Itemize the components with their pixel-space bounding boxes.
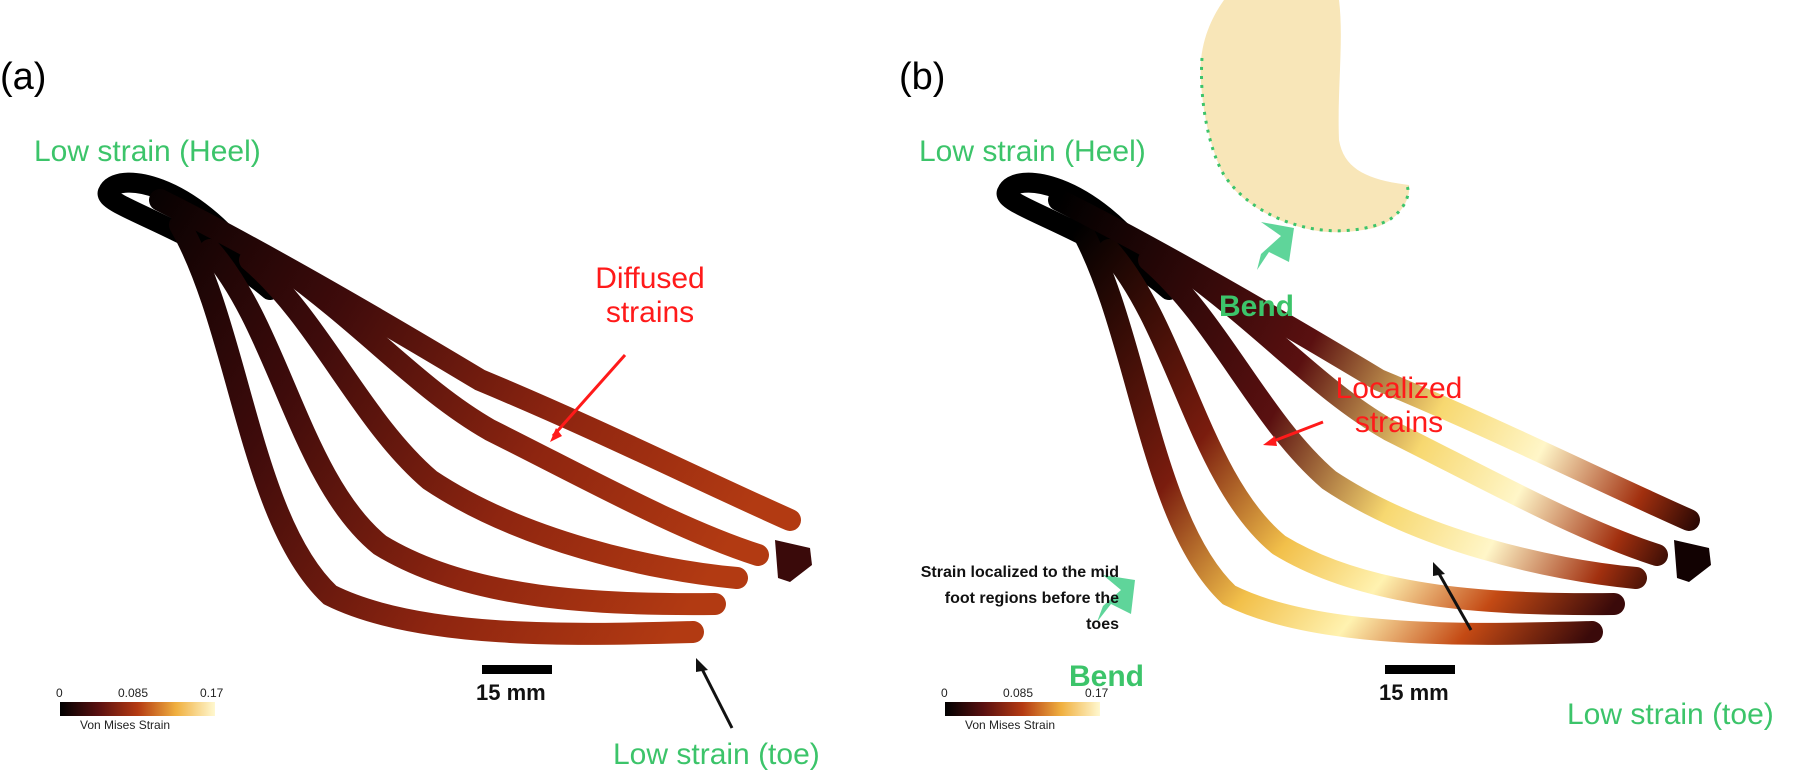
colorbar-tick-2-a: 0.17 (200, 686, 224, 700)
toe-label-b: Low strain (toe) (1567, 698, 1774, 731)
scale-label-b: 15 mm (1379, 680, 1449, 705)
band-3-a (239, 249, 748, 589)
annotation-line-2: strains (1354, 406, 1444, 439)
note-line-1: Strain localized to the mid (920, 564, 1119, 581)
toe-arrow-a (698, 664, 734, 729)
band-4-b (1168, 254, 1668, 566)
annotation-line-1: Diffused (595, 262, 705, 295)
colorbar-title-b: Von Mises Strain (965, 718, 1056, 732)
bend-label-bottom: Bend (1069, 660, 1144, 693)
colorbar-title-a: Von Mises Strain (80, 718, 171, 732)
toe-arrowhead-a (696, 658, 708, 672)
diffused-arrowhead-a (550, 428, 562, 442)
note-line-2: foot regions before the (944, 590, 1119, 607)
annotation-line-1: Localized (1335, 372, 1463, 405)
strain-note: Strain localized to the mid foot regions… (899, 560, 1119, 638)
localized-arrowhead-b (1263, 436, 1277, 446)
diffused-arrow-a (551, 354, 627, 437)
panel-b: (b) Low strain (Heel) Localized strains … (899, 0, 1798, 773)
outer-band-b (1068, 214, 1603, 645)
note-line-3: toes (1086, 616, 1119, 633)
bend-arrow-bottom (1097, 575, 1135, 622)
bend-arrow-top (1257, 222, 1294, 270)
band-5-a (149, 189, 801, 531)
colorbar-tick-2-b: 0.17 (1085, 686, 1109, 700)
outer-band-a (169, 214, 704, 645)
strain-diagram-b (945, 0, 1711, 716)
panel-label-b: (b) (899, 56, 946, 98)
band-4-a (269, 254, 769, 566)
foot-silhouette (1200, 0, 1410, 233)
diffused-strains-label: Diffused strains (590, 262, 710, 330)
heel-label-b: Low strain (Heel) (919, 135, 1146, 168)
colorbar-b (945, 702, 1100, 716)
scale-bar-b (1385, 665, 1455, 674)
toe-arrow-b (1435, 569, 1473, 631)
band-2-a (199, 239, 726, 616)
colorbar-tick-0-a: 0 (56, 686, 63, 700)
panel-label-a: (a) (0, 56, 47, 98)
band-2-b (1098, 239, 1625, 616)
toe-cap-a (775, 540, 812, 582)
panel-a: (a) Low strain (Heel) Diffused strains L… (0, 0, 899, 773)
scale-label-a: 15 mm (476, 680, 546, 705)
toe-label-a: Low strain (toe) (613, 738, 820, 771)
band-5-b (1048, 189, 1700, 531)
heel-label-a: Low strain (Heel) (34, 135, 261, 168)
bend-label-top: Bend (1219, 290, 1294, 323)
band-3-b (1138, 249, 1647, 589)
colorbar-tick-1-a: 0.085 (118, 686, 149, 700)
localized-arrow-b (1270, 420, 1324, 444)
toe-arrowhead-b (1433, 562, 1445, 576)
strain-diagram-a (60, 172, 812, 729)
toe-cap-b (1674, 540, 1711, 582)
colorbar-tick-0-b: 0 (941, 686, 948, 700)
localized-strains-label: Localized strains (1329, 372, 1469, 440)
colorbar-tick-1-b: 0.085 (1003, 686, 1034, 700)
scale-bar-a (482, 665, 552, 674)
annotation-line-2: strains (605, 296, 695, 329)
colorbar-a (60, 702, 215, 716)
